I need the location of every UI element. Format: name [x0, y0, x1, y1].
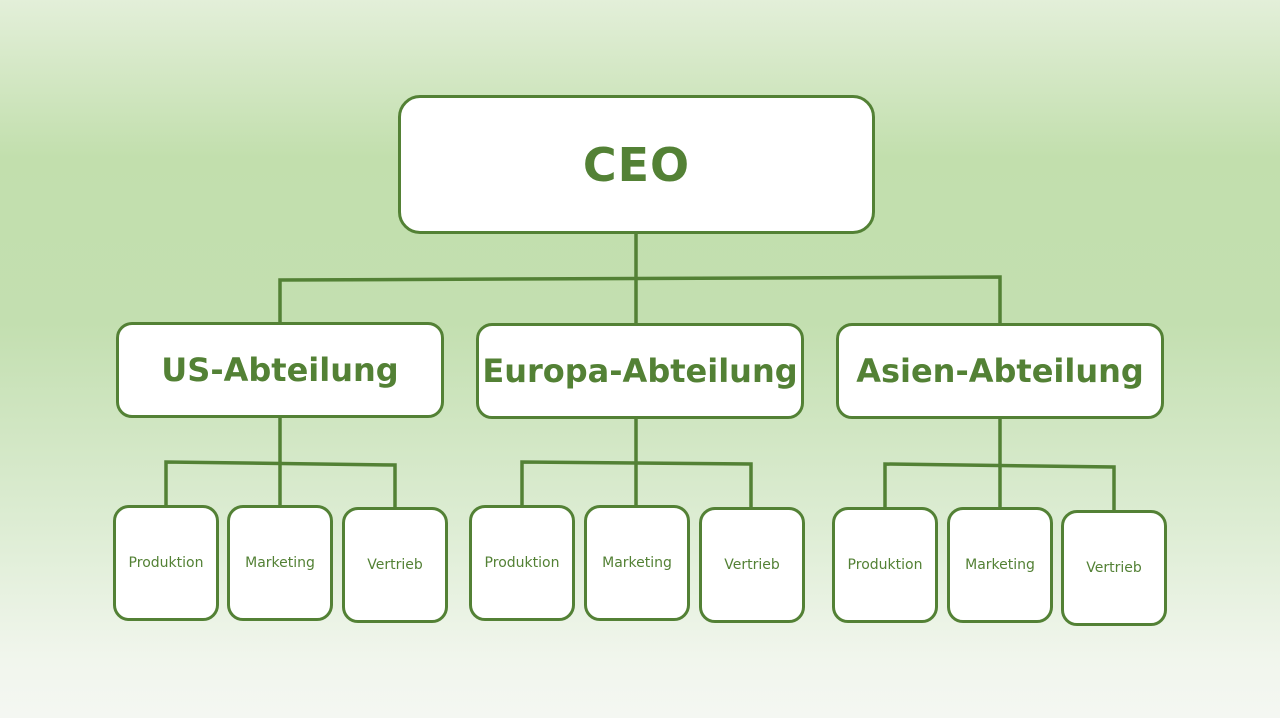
team-label: Marketing	[965, 557, 1035, 573]
department-label: Asien-Abteilung	[856, 352, 1144, 390]
team-label: Marketing	[602, 555, 672, 571]
team-box-europa-produktion: Produktion	[469, 505, 575, 621]
ceo-label: CEO	[582, 137, 691, 192]
team-label: Produktion	[128, 555, 204, 571]
team-box-asien-produktion: Produktion	[832, 507, 938, 623]
team-box-europa-vertrieb: Vertrieb	[699, 507, 805, 623]
team-label: Vertrieb	[724, 557, 780, 573]
team-box-us-produktion: Produktion	[113, 505, 219, 621]
department-label: US-Abteilung	[161, 351, 399, 389]
department-label: Europa-Abteilung	[482, 352, 798, 390]
department-europa-box: Europa-Abteilung	[476, 323, 804, 419]
team-label: Marketing	[245, 555, 315, 571]
ceo-box: CEO	[398, 95, 875, 234]
team-label: Produktion	[847, 557, 923, 573]
department-asien-box: Asien-Abteilung	[836, 323, 1164, 419]
team-label: Vertrieb	[1086, 560, 1142, 576]
department-us-box: US-Abteilung	[116, 322, 444, 418]
team-box-us-vertrieb: Vertrieb	[342, 507, 448, 623]
team-box-us-marketing: Marketing	[227, 505, 333, 621]
team-box-europa-marketing: Marketing	[584, 505, 690, 621]
team-label: Produktion	[484, 555, 560, 571]
team-box-asien-marketing: Marketing	[947, 507, 1053, 623]
team-box-asien-vertrieb: Vertrieb	[1061, 510, 1167, 626]
team-label: Vertrieb	[367, 557, 423, 573]
